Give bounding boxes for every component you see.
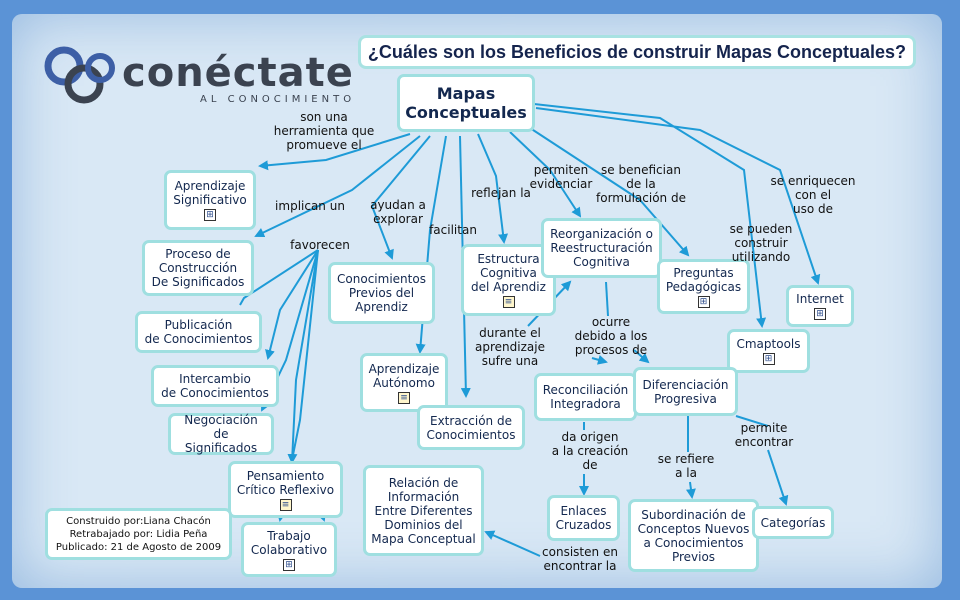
connector-arrow	[258, 133, 411, 171]
connector-arrow	[509, 131, 582, 218]
concept-pensamiento-critico[interactable]: Pensamiento Crítico Reflexivo	[228, 461, 343, 518]
document-icon[interactable]	[398, 391, 410, 404]
concept-negociacion[interactable]: Negociación de Significados	[168, 413, 274, 455]
concept-internet[interactable]: Internet	[786, 285, 854, 327]
chain-link-icon	[44, 46, 115, 104]
link-favorecen: favorecen	[290, 238, 350, 252]
connector-arrow	[370, 135, 431, 260]
document-icon[interactable]	[279, 498, 292, 511]
concept-publicacion[interactable]: Publicación de Conocimientos	[135, 311, 262, 353]
concept-subordinacion[interactable]: Subordinación de Conceptos Nuevos a Cono…	[628, 499, 759, 572]
submap-icon[interactable]	[204, 209, 216, 221]
connector-arrow	[685, 481, 696, 499]
connector-arrow	[265, 249, 319, 360]
connector-arrow	[605, 281, 609, 317]
credits-box: Construido por:Liana Chacón Retrabajado …	[45, 508, 232, 560]
connector-arrow	[735, 415, 769, 427]
concept-conocimientos-previos[interactable]: Conocimientos Previos del Aprendiz	[328, 262, 435, 324]
concept-enlaces-cruzados[interactable]: Enlaces Cruzados	[547, 495, 620, 541]
link-se-refiere: se refiere a la	[657, 452, 715, 480]
link-implican-un: implican un	[275, 199, 345, 213]
link-son-una: son una herramienta que promueve el	[273, 110, 375, 152]
concept-extraccion[interactable]: Extracción de Conocimientos	[417, 405, 525, 450]
submap-icon[interactable]	[283, 558, 295, 571]
link-consisten: consisten en encontrar la	[542, 545, 618, 573]
concept-diferenciacion[interactable]: Diferenciación Progresiva	[633, 367, 738, 416]
link-ayudan: ayudan a explorar	[370, 198, 426, 226]
connector-arrow	[535, 107, 821, 285]
concept-aprendizaje-significativo[interactable]: Aprendizaje Significativo	[164, 170, 256, 230]
submap-icon[interactable]	[762, 353, 775, 365]
concept-reorganizacion[interactable]: Reorganización o Reestructuración Cognit…	[541, 218, 662, 278]
link-permite-encontrar: permite encontrar	[734, 421, 794, 449]
concept-proceso-construccion[interactable]: Proceso de Construcción De Significados	[142, 240, 254, 296]
connector-arrow	[254, 135, 421, 238]
logo-tagline: AL CONOCIMIENTO	[200, 94, 356, 105]
link-da-origen: da origen a la creación de	[551, 430, 629, 472]
concept-trabajo-colaborativo[interactable]: Trabajo Colaborativo	[241, 522, 337, 577]
connector-arrow	[529, 127, 690, 257]
connector-arrow	[767, 449, 789, 506]
connector-arrow	[477, 133, 509, 244]
link-ocurre: ocurre debido a los procesos de	[574, 315, 648, 357]
map-question-title: ¿Cuáles son los Beneficios de construir …	[358, 35, 916, 69]
link-se-pueden: se pueden construir utilizando	[729, 222, 793, 264]
submap-icon[interactable]	[697, 295, 710, 308]
submap-icon[interactable]	[814, 308, 826, 320]
conectate-logo: conéctate AL CONOCIMIENTO	[40, 38, 360, 118]
concept-relacion-informacion[interactable]: Relación de Información Entre Diferentes…	[363, 465, 484, 556]
document-icon[interactable]	[502, 296, 515, 308]
logo-wordmark: conéctate	[122, 50, 354, 96]
connector-arrow	[533, 103, 767, 328]
link-facilitan: facilitan	[429, 223, 477, 237]
concept-intercambio[interactable]: Intercambio de Conocimientos	[151, 365, 279, 407]
link-permiten: permiten evidenciar	[529, 163, 593, 191]
link-se-benefician: se benefician de la formulación de	[596, 163, 686, 205]
concept-categorias[interactable]: Categorías	[752, 506, 834, 539]
link-reflejan: reflejan la	[471, 186, 531, 200]
connector-arrow	[633, 349, 650, 364]
concept-preguntas-pedagogicas[interactable]: Preguntas Pedagógicas	[657, 259, 750, 314]
concept-reconciliacion[interactable]: Reconciliación Integradora	[534, 373, 637, 421]
link-durante: durante el aprendizaje sufre una	[475, 326, 545, 368]
connector-arrow	[239, 249, 319, 306]
concept-aprendizaje-autonomo[interactable]: Aprendizaje Autónomo	[360, 353, 448, 412]
concept-estructura-cognitiva[interactable]: Estructura Cognitiva del Aprendiz	[461, 244, 556, 316]
connector-arrow	[287, 249, 319, 464]
connector-arrow	[484, 530, 541, 557]
link-se-enriquecen: se enriquecen con el uso de	[770, 174, 856, 216]
connector-arrow	[591, 354, 608, 365]
concept-cmaptools[interactable]: Cmaptools	[727, 329, 810, 373]
concept-mapas-conceptuales[interactable]: Mapas Conceptuales	[397, 74, 535, 132]
